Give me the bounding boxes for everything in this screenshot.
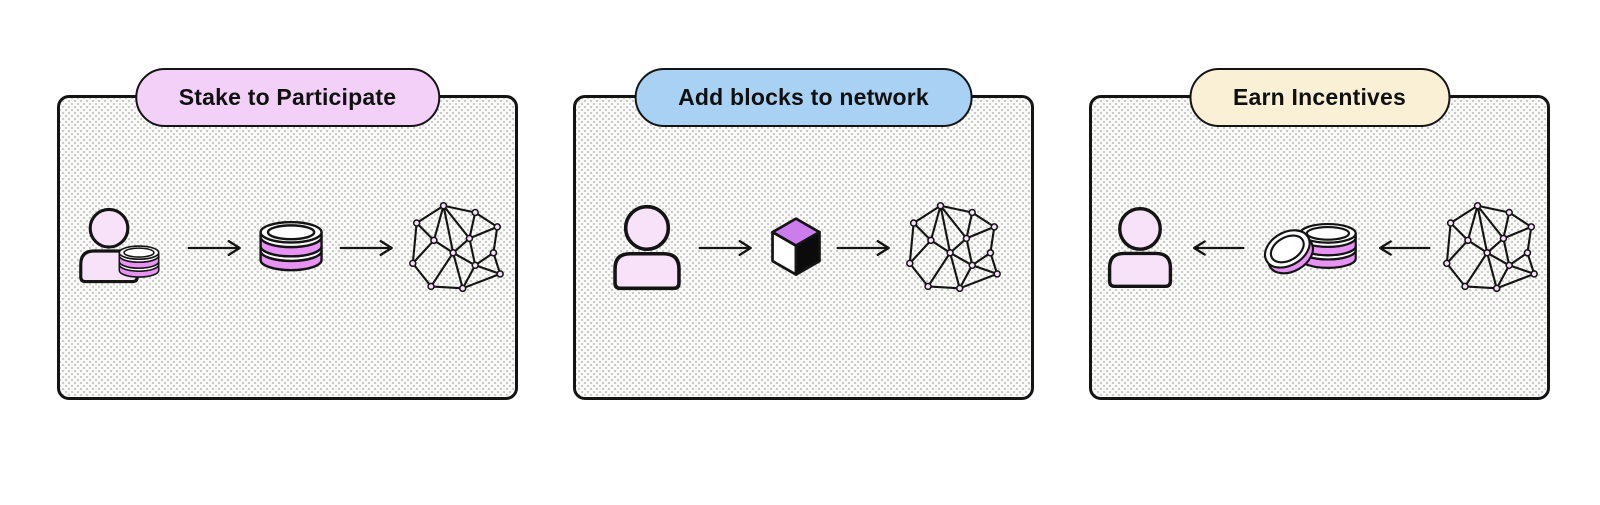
flow-add-blocks — [576, 98, 1031, 397]
user-icon — [1107, 206, 1172, 289]
coins-icon — [1263, 222, 1357, 274]
flow-earn — [1092, 98, 1547, 397]
arrow-right-icon — [187, 239, 241, 256]
user-icon — [612, 204, 681, 291]
network-icon — [905, 201, 1001, 292]
arrow-right-icon — [339, 239, 393, 256]
arrow-left-icon — [1192, 239, 1245, 256]
cards-row: Stake to Participate Add blocks to netwo… — [57, 68, 1550, 400]
arrow-right-icon — [836, 239, 890, 256]
arrow-right-icon — [698, 239, 752, 256]
network-icon — [408, 201, 504, 292]
panel-earn: Earn Incentives — [1089, 68, 1550, 400]
panel-stake: Stake to Participate — [57, 68, 518, 400]
arrow-left-icon — [1378, 239, 1431, 256]
network-icon — [1442, 201, 1538, 292]
user-with-coins-icon — [78, 207, 159, 283]
block-cube-icon — [770, 217, 821, 276]
panel-label-stake: Stake to Participate — [134, 68, 441, 127]
flow-stake — [60, 98, 515, 397]
panel-label-earn: Earn Incentives — [1188, 68, 1451, 127]
coin-stack-icon — [258, 220, 323, 271]
panel-label-add-blocks: Add blocks to network — [634, 68, 973, 127]
panel-add-blocks: Add blocks to network — [573, 68, 1034, 400]
